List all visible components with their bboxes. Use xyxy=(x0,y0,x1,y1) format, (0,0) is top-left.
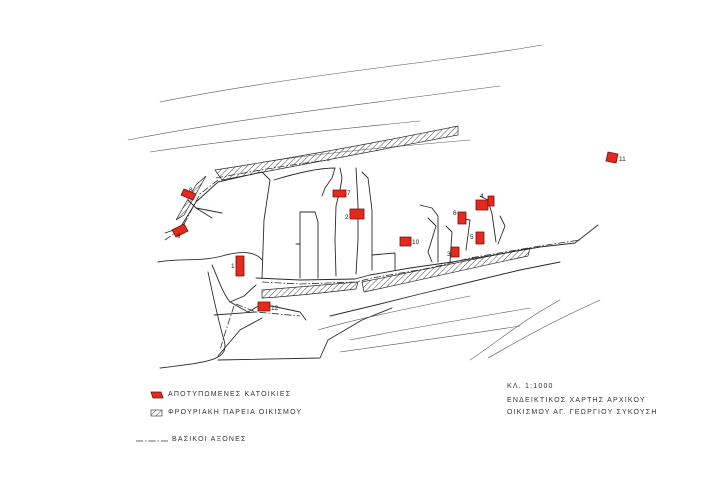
map-title-line2: ΟΙΚΙΣΜΟΥ ΑΓ. ΓΕΩΡΓΙΟΥ ΣΥΚΟΥΣΗ xyxy=(507,409,658,416)
fortified-face-south-west xyxy=(261,281,359,299)
contour-lines-north xyxy=(127,44,543,163)
legend-houses-label: ΑΠΟΤΥΠΩΜΕΝΕΣ ΚΑΤΟΙΚΙΕΣ xyxy=(168,391,292,398)
house-4[interactable]: 4 xyxy=(475,193,495,211)
house-2-label: 2 xyxy=(345,214,349,221)
house-7-label: 7 xyxy=(347,190,351,197)
legend-hatch-swatch xyxy=(150,409,163,417)
legend-symbols xyxy=(136,391,168,442)
house-8-label: 8 xyxy=(189,187,193,194)
street-network xyxy=(157,167,601,369)
legend-axes-label: ΒΑΣΙΚΟΙ ΑΞΟΝΕΣ xyxy=(172,436,247,443)
house-12-label: 12 xyxy=(271,305,279,312)
main-axes xyxy=(164,159,581,351)
map-title-line1: ΕΝΔΕΙΚΤΙΚΟΣ ΧΑΡΤΗΣ ΑΡΧΙΚΟΥ xyxy=(507,397,646,404)
house-10[interactable]: 10 xyxy=(399,236,420,247)
house-3[interactable]: 3 xyxy=(447,246,460,258)
house-10-label: 10 xyxy=(412,239,420,246)
house-7[interactable]: 7 xyxy=(332,189,351,198)
fortified-face-north xyxy=(214,125,459,181)
legend-coastal-label: ΦΡΟΥΡΙΑΚΗ ΠΑΡΕΙΑ ΟΙΚΙΣΜΟΥ xyxy=(168,409,303,416)
house-6[interactable]: 6 xyxy=(453,210,467,225)
house-4-label: 4 xyxy=(480,193,484,200)
house-11-label: 11 xyxy=(619,156,626,163)
house-5-label: 5 xyxy=(470,234,474,241)
fortified-face-south-east xyxy=(361,247,531,293)
map-scale: ΚΛ. 1:1000 xyxy=(507,383,554,390)
house-2[interactable]: 2 xyxy=(345,208,365,221)
surveyed-houses: 1 2 3 4 5 6 xyxy=(171,151,626,312)
house-9-label: 9 xyxy=(177,233,181,240)
house-12[interactable]: 12 xyxy=(257,301,279,312)
house-9[interactable]: 9 xyxy=(171,223,189,240)
house-3-label: 3 xyxy=(447,251,451,258)
house-1-label: 1 xyxy=(231,263,235,270)
house-11[interactable]: 11 xyxy=(605,151,626,164)
house-1[interactable]: 1 xyxy=(231,255,245,277)
legend-house-swatch xyxy=(150,391,164,399)
house-8[interactable]: 8 xyxy=(180,187,197,201)
house-5[interactable]: 5 xyxy=(470,231,485,245)
house-6-label: 6 xyxy=(453,210,457,217)
